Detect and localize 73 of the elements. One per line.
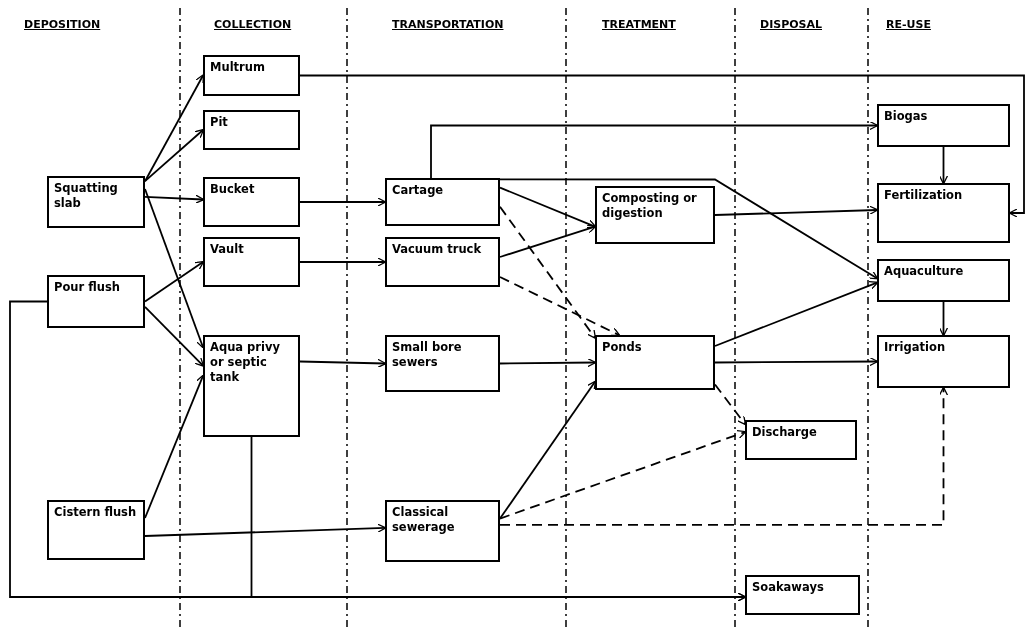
arrow <box>9 300 747 602</box>
arrow <box>499 380 597 520</box>
process-box <box>877 335 1010 388</box>
box-label: Pit <box>210 115 229 130</box>
arrow <box>938 301 949 337</box>
arrow <box>144 374 205 519</box>
process-box <box>745 575 860 615</box>
process-box <box>203 55 300 96</box>
arrow <box>299 358 387 368</box>
box-label: Cartage <box>392 183 445 198</box>
box-label: Multrum <box>210 60 266 75</box>
column-heading: TRANSPORTATION <box>390 18 506 31</box>
arrow <box>714 280 879 347</box>
column-heading: TREATMENT <box>600 18 678 31</box>
process-box <box>203 110 300 150</box>
box-label: Aqua privy or septic tank <box>210 340 281 385</box>
box-label: Fertilization <box>884 188 964 203</box>
arrow <box>430 120 879 179</box>
box-label: Vacuum truck <box>392 242 483 257</box>
arrow <box>938 146 949 185</box>
process-box <box>47 500 145 560</box>
column-heading: COLLECTION <box>212 18 294 31</box>
arrow <box>499 276 621 337</box>
box-label: Soakaways <box>752 580 825 595</box>
box-label: Small bore sewers <box>392 340 463 370</box>
box-label: Aquaculture <box>884 264 965 279</box>
arrow <box>299 74 1025 218</box>
arrow <box>144 523 387 537</box>
arrow <box>299 257 387 267</box>
process-box <box>595 186 715 244</box>
process-box <box>47 275 145 328</box>
box-label: Ponds <box>602 340 643 355</box>
arrow <box>144 305 205 367</box>
process-box <box>877 183 1010 243</box>
box-label: Cistern flush <box>54 505 138 520</box>
arrow <box>499 224 597 258</box>
process-box <box>203 177 300 227</box>
column-heading: DEPOSITION <box>22 18 103 31</box>
arrow <box>714 356 879 367</box>
box-label: Pour flush <box>54 280 121 295</box>
arrow <box>499 178 879 280</box>
box-label: Biogas <box>884 109 929 124</box>
arrow <box>499 386 949 526</box>
process-box <box>595 335 715 390</box>
arrow <box>144 260 205 303</box>
process-box <box>385 500 500 562</box>
process-box <box>877 259 1010 302</box>
column-heading: RE-USE <box>884 18 933 31</box>
box-label: Vault <box>210 242 245 257</box>
arrow <box>499 357 597 368</box>
box-label: Irrigation <box>884 340 947 355</box>
arrow <box>714 383 747 426</box>
process-box <box>203 237 300 287</box>
box-label: Classical sewerage <box>392 505 456 535</box>
arrow <box>499 430 747 520</box>
process-box <box>385 335 500 392</box>
process-box <box>385 178 500 226</box>
arrow <box>499 205 597 340</box>
process-box <box>385 237 500 287</box>
box-label: Squatting slab <box>54 181 119 211</box>
arrow <box>299 197 387 207</box>
arrow <box>499 186 597 229</box>
process-box <box>203 335 300 437</box>
arrow <box>144 194 205 204</box>
box-label: Composting or digestion <box>602 191 698 221</box>
process-box <box>745 420 857 460</box>
arrow <box>714 205 879 216</box>
column-heading: DISPOSAL <box>758 18 824 31</box>
process-box <box>877 104 1010 147</box>
arrow <box>144 128 205 183</box>
box-label: Discharge <box>752 425 818 440</box>
process-box <box>47 176 145 228</box>
box-label: Bucket <box>210 182 256 197</box>
